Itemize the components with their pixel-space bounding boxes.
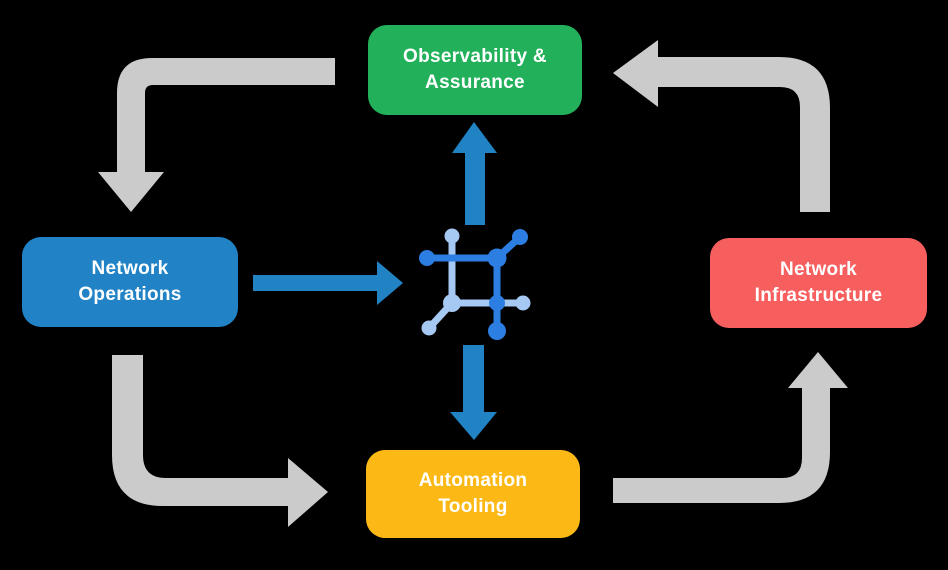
node-observability-assurance: Observability & Assurance bbox=[368, 25, 582, 115]
icon-node-bottom bbox=[488, 322, 506, 340]
icon-node-bottom-right-corner bbox=[489, 295, 505, 311]
flow-arrow-center-to-observability bbox=[452, 122, 497, 225]
network-mesh-icon bbox=[419, 228, 531, 340]
flow-arrow-infrastructure-to-observability bbox=[613, 40, 830, 212]
icon-node-top bbox=[444, 228, 460, 244]
icon-node-diag-bottom-left bbox=[421, 320, 437, 336]
icon-node-diag-top-right bbox=[512, 229, 528, 245]
node-network-operations: Network Operations bbox=[22, 237, 238, 327]
node-label: Automation Tooling bbox=[418, 470, 528, 517]
icon-node-right bbox=[515, 295, 531, 311]
icon-node-bottom-left-corner bbox=[443, 294, 461, 312]
icon-node-top-right-corner bbox=[487, 248, 507, 268]
flow-arrow-operations-to-center bbox=[253, 261, 403, 305]
flow-arrow-observability-to-operations bbox=[98, 58, 335, 212]
node-label: Observability & Assurance bbox=[403, 46, 547, 93]
node-label: Network Infrastructure bbox=[754, 259, 883, 306]
flow-arrow-operations-to-automation bbox=[112, 355, 328, 527]
node-automation-tooling: Automation Tooling bbox=[366, 450, 580, 538]
node-label: Network Operations bbox=[78, 258, 182, 305]
flow-arrow-center-to-automation bbox=[450, 345, 497, 440]
icon-node-left bbox=[419, 250, 435, 266]
flow-arrow-automation-to-infrastructure bbox=[613, 352, 848, 503]
node-network-infrastructure: Network Infrastructure bbox=[710, 238, 927, 328]
